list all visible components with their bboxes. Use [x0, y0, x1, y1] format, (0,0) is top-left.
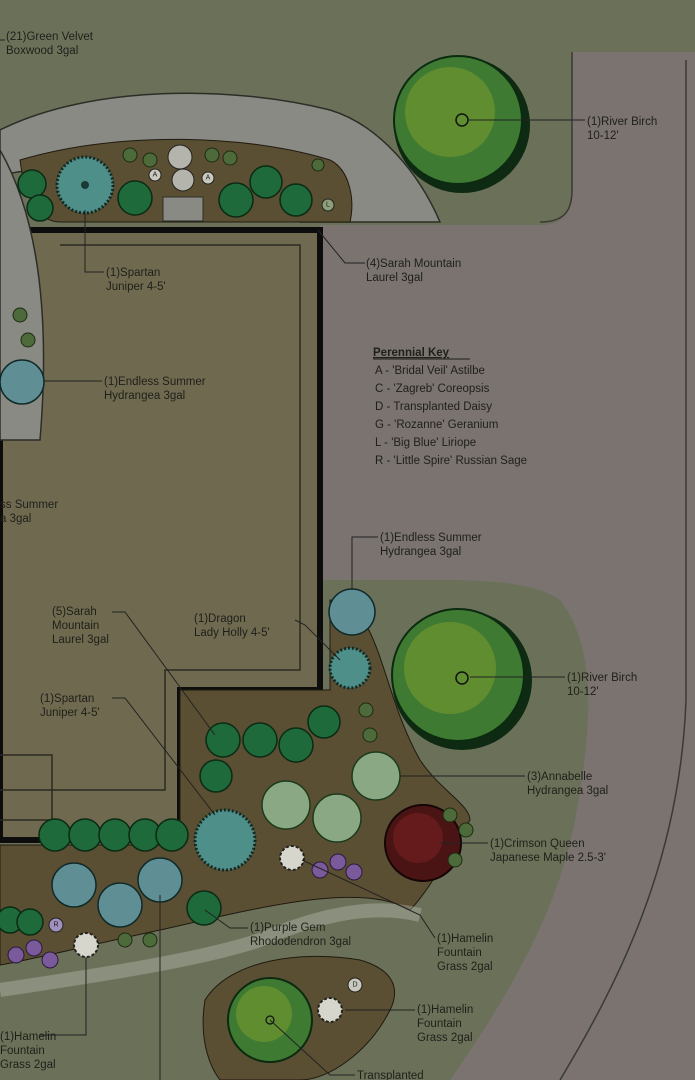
svg-text:A: A — [153, 172, 158, 179]
perennial-key-item: A - 'Bridal Veil' Astilbe — [375, 365, 485, 377]
label-transplanted: Transplanted — [357, 1070, 424, 1080]
perennial-key-item: R - 'Little Spire' Russian Sage — [375, 455, 527, 467]
perennial-key-item: G - 'Rozanne' Geranium — [375, 419, 498, 431]
endless-summer-hydrangea-left — [0, 359, 45, 405]
perennial-key: Perennial Key A - 'Bridal Veil' Astilbe … — [373, 347, 527, 467]
perennial-key-item: C - 'Zagreb' Coreopsis — [375, 383, 490, 395]
annabelle-hydrangea-3 — [312, 793, 362, 843]
perennial-key-item: D - Transplanted Daisy — [375, 401, 492, 413]
hamelin-fountain-grass-3 — [73, 932, 99, 958]
dragon-lady-holly — [328, 646, 372, 690]
hydrangea-bottom-2 — [97, 882, 143, 928]
leader-lines — [0, 39, 585, 1080]
house-step-outline — [0, 754, 53, 821]
spartan-juniper-bottom — [193, 808, 257, 872]
walkway-step — [162, 196, 204, 222]
river-birch-top — [393, 55, 530, 193]
perennials — [7, 144, 474, 969]
tree-bottom-small — [227, 977, 313, 1063]
driveway-edge — [539, 52, 573, 223]
river-birch-bottom — [391, 608, 532, 750]
svg-text:R: R — [53, 922, 58, 929]
perennial-key-item: L - 'Big Blue' Liriope — [375, 437, 476, 449]
house-inner-outline — [0, 244, 301, 791]
shrubs — [0, 165, 341, 936]
annabelle-hydrangea-2 — [261, 780, 311, 830]
svg-text:D: D — [352, 982, 357, 989]
spartan-juniper-top — [55, 155, 115, 215]
svg-text:L: L — [326, 202, 330, 209]
driveway-curve — [559, 60, 687, 1080]
endless-summer-hydrangea-right — [328, 588, 376, 636]
hamelin-fountain-grass-2 — [317, 997, 343, 1023]
driveway — [320, 52, 695, 1080]
plant-tags: A A L D R — [48, 168, 363, 993]
crimson-queen-maple — [384, 804, 462, 882]
annabelle-hydrangea-1 — [351, 751, 401, 801]
hamelin-fountain-grass-1 — [279, 845, 305, 871]
perennial-key-title: Perennial Key — [373, 347, 450, 359]
svg-text:A: A — [206, 175, 211, 182]
hydrangea-bottom-1 — [51, 862, 97, 908]
path-curve — [0, 903, 422, 997]
